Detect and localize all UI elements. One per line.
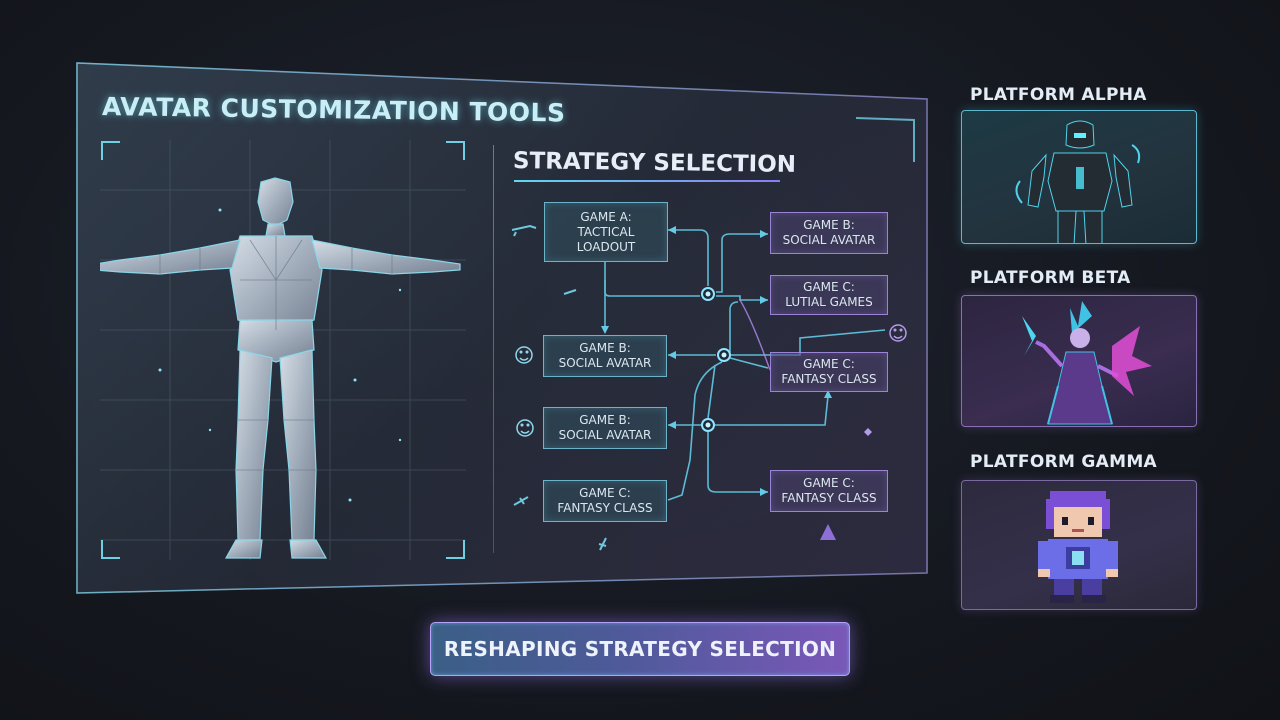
node-heading: GAME B: (579, 413, 631, 427)
node-text: FANTASY CLASS (557, 501, 653, 515)
node-heading: GAME A: (580, 209, 632, 224)
node-text: FANTASY CLASS (781, 372, 877, 386)
strategy-underline (514, 180, 780, 182)
platform-alpha-card[interactable] (961, 110, 1197, 244)
tactical-armor-avatar-icon (1015, 120, 1141, 243)
node-heading: GAME C: (803, 357, 855, 371)
node-text: LOADOUT (576, 239, 636, 254)
node-text: SOCIAL AVATAR (782, 233, 876, 247)
platform-beta-label: PLATFORM BETA (970, 268, 1131, 288)
fantasy-sorceress-avatar-icon (1022, 301, 1152, 425)
reshaping-strategy-button[interactable]: RESHAPING STRATEGY SELECTION (430, 622, 850, 676)
node-game-c-lutial-games[interactable]: GAME C: LUTIAL GAMES (770, 275, 888, 315)
node-text: SOCIAL AVATAR (558, 356, 652, 370)
strategy-title: STRATEGY SELECTION (512, 148, 797, 178)
avatar-mannequin-viewport[interactable] (100, 140, 466, 560)
node-game-b-social-avatar-2[interactable]: GAME B: SOCIAL AVATAR (543, 407, 667, 449)
node-text: FANTASY CLASS (781, 491, 877, 505)
node-game-b-social-avatar-1[interactable]: GAME B: SOCIAL AVATAR (543, 335, 667, 377)
node-game-c-fantasy-class-right-1[interactable]: GAME C: FANTASY CLASS (770, 352, 888, 392)
platform-alpha-label: PLATFORM ALPHA (970, 85, 1147, 105)
platform-gamma-card[interactable] (961, 480, 1197, 610)
pixel-art-avatar-icon (1038, 491, 1118, 603)
node-game-c-fantasy-class-left[interactable]: GAME C: FANTASY CLASS (543, 480, 667, 522)
node-text: TACTICAL (577, 224, 635, 239)
node-heading: GAME B: (579, 341, 631, 355)
node-heading: GAME B: (803, 218, 855, 232)
node-game-b-social-avatar-right[interactable]: GAME B: SOCIAL AVATAR (770, 212, 888, 254)
platform-beta-card[interactable] (961, 295, 1197, 427)
node-text: SOCIAL AVATAR (558, 428, 652, 442)
node-heading: GAME C: (803, 280, 855, 294)
node-heading: GAME C: (579, 486, 631, 500)
node-text: LUTIAL GAMES (785, 295, 873, 309)
node-game-c-fantasy-class-right-2[interactable]: GAME C: FANTASY CLASS (770, 470, 888, 512)
panel-divider (493, 145, 494, 553)
node-heading: GAME C: (803, 476, 855, 490)
platform-gamma-label: PLATFORM GAMMA (970, 452, 1158, 472)
node-game-a-tactical-loadout[interactable]: GAME A: TACTICAL LOADOUT (544, 202, 668, 262)
